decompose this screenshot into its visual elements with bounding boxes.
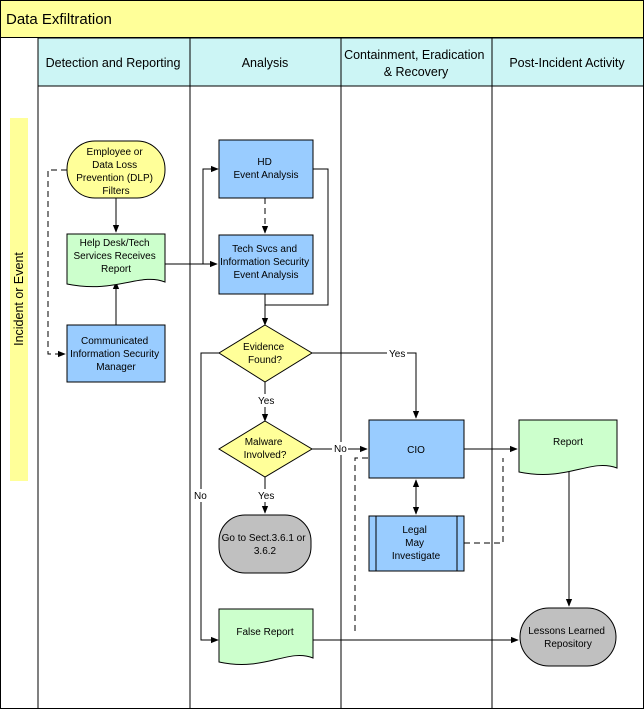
- node-communicated-manager: Communicated Information Security Manage…: [66, 324, 166, 383]
- node-report: Report: [518, 419, 618, 475]
- node-hd-event-analysis: HD Event Analysis: [218, 139, 314, 199]
- svg-text:Employee or Data Loss: Employee or Data Loss Prevention (DLP) F…: [76, 147, 155, 197]
- svg-text:Legal May Investig: Legal May Investigate: [392, 525, 441, 562]
- lane-label: Incident or Event: [12, 252, 26, 346]
- svg-text:CIO: CIO: [407, 445, 425, 456]
- edge-dlp-to-communicated: [47, 169, 67, 358]
- edge-no-dashed-to-false: [354, 457, 368, 632]
- edge-label-no: No: [194, 491, 207, 502]
- edge-labels: Yes Yes No Yes No: [193, 346, 407, 502]
- column-header-detection: Detection and Reporting: [46, 56, 181, 70]
- node-employee-dlp: Employee or Data Loss Prevention (DLP) F…: [66, 140, 166, 199]
- edge-label-no: No: [334, 444, 347, 455]
- node-help-desk-report: Help Desk/Tech Services Receives Report: [66, 233, 166, 288]
- node-evidence-decision: Evidence Found?: [218, 324, 313, 383]
- svg-text:Malware Involved?: Malware Involved?: [244, 437, 287, 461]
- node-techsvcs-analysis: Tech Svcs and Information Security Event…: [218, 234, 314, 295]
- title-bar: [0, 0, 644, 38]
- node-goto-section: Go to Sect.3.6.1 or 3.6.2: [218, 514, 312, 574]
- node-false-report: False Report: [218, 608, 314, 665]
- edge-label-yes: Yes: [258, 396, 274, 407]
- lane-label-bg: [10, 118, 28, 481]
- svg-text:HD Event Analysis: HD Event Analysis: [233, 157, 298, 181]
- edge-label-yes: Yes: [258, 491, 274, 502]
- diagram-title: Data Exfiltration: [6, 11, 112, 28]
- svg-text:Evidence Found?: Evidence Found?: [243, 342, 287, 366]
- edge-legal-to-report: [464, 458, 504, 544]
- svg-text:Report: Report: [553, 437, 583, 448]
- edge-to-hd-analysis: [202, 165, 219, 264]
- svg-text:Tech Svcs and Informatio: Tech Svcs and Information Security Event…: [220, 244, 312, 281]
- node-lessons-learned: Lessons Learned Repository: [519, 607, 617, 667]
- svg-text:Go to Sect.3.6.1 or 3.6.: Go to Sect.3.6.1 or 3.6.2: [222, 533, 309, 557]
- column-header-analysis: Analysis: [242, 56, 289, 70]
- svg-text:Help Desk/Tech Services: Help Desk/Tech Services Receives Report: [73, 238, 158, 275]
- svg-text:False Report: False Report: [236, 627, 293, 638]
- column-header-post-incident: Post-Incident Activity: [509, 56, 625, 70]
- edge-hd-loop-to-evidence: [261, 168, 329, 326]
- svg-text:Communicated Information: Communicated Information Security Manage…: [70, 336, 162, 373]
- node-cio: CIO: [368, 419, 465, 479]
- edge-label-yes: Yes: [389, 349, 405, 360]
- svg-text:Lessons Learned Reposito: Lessons Learned Repository: [528, 626, 608, 650]
- edge-evidence-yes-to-cio: [312, 352, 420, 419]
- node-malware-decision: Malware Involved?: [218, 420, 313, 478]
- node-legal-investigate: Legal May Investigate: [368, 515, 465, 572]
- column-header-containment: Containment, Eradication & Recovery: [344, 48, 488, 79]
